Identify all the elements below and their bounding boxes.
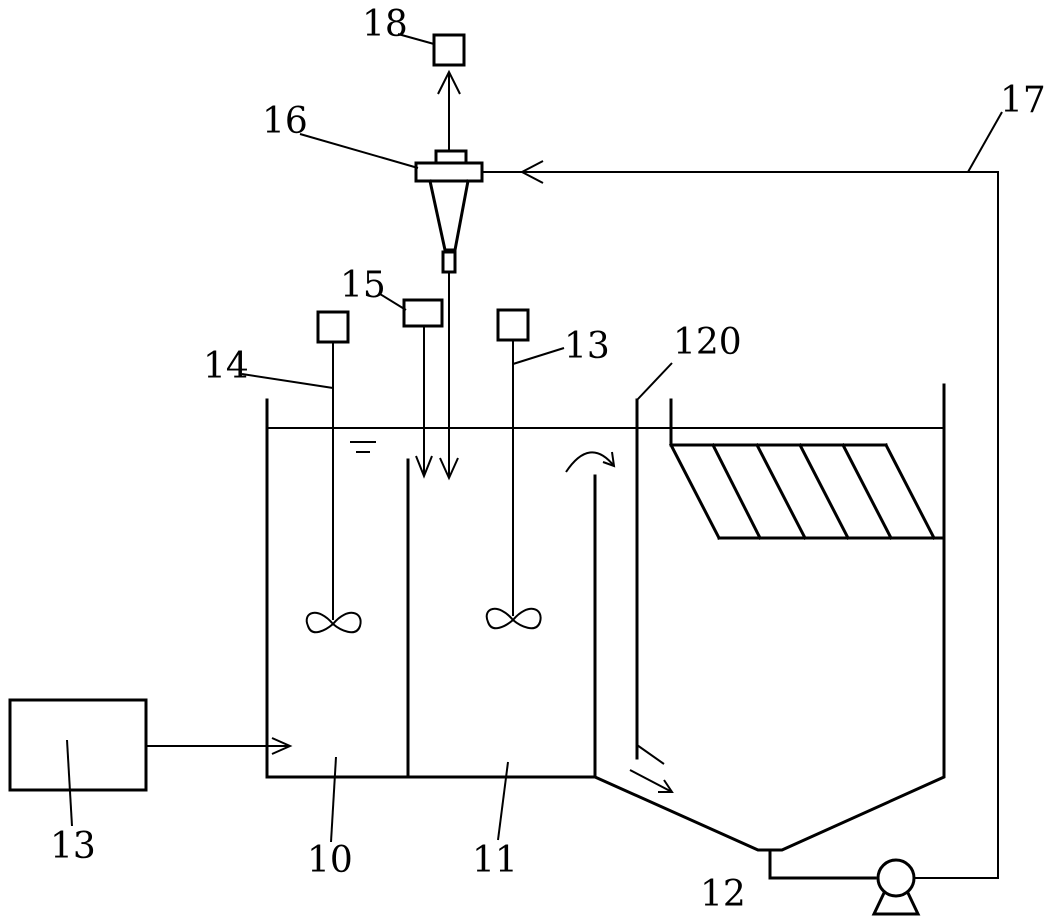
right-mixer [485, 308, 542, 630]
outlet-box [432, 33, 466, 67]
label-cyclone: 16 [262, 101, 308, 142]
label-baffle: 120 [673, 322, 742, 363]
label-settling-tank: 12 [700, 874, 746, 915]
label-left-mixer: 14 [203, 346, 249, 387]
label-dosing-unit: 15 [340, 265, 386, 306]
down-flow-arrow [636, 744, 665, 765]
return-pipe [482, 160, 999, 916]
label-outlet-box: 18 [362, 4, 408, 45]
label-right-mixer: 13 [564, 326, 610, 367]
reaction-tank [265, 398, 944, 779]
overflow-arrow [565, 451, 615, 473]
dosing-unit [402, 298, 444, 479]
cyclone-head [414, 161, 484, 183]
dosing-box [8, 698, 148, 792]
label-dosing-box: 13 [50, 826, 96, 867]
dosing-unit-box [402, 298, 444, 328]
left-impeller-icon [305, 612, 362, 634]
settling-tank [593, 362, 946, 880]
label-tank-middle: 11 [472, 840, 518, 881]
right-impeller-icon [485, 608, 542, 630]
left-mixer [305, 310, 362, 634]
cyclone [414, 33, 484, 481]
right-mixer-motor [496, 308, 530, 342]
label-return-pipe: 17 [1000, 80, 1046, 121]
label-tank-left: 10 [307, 840, 353, 881]
left-mixer-motor [316, 310, 350, 344]
pump-icon [876, 858, 916, 898]
